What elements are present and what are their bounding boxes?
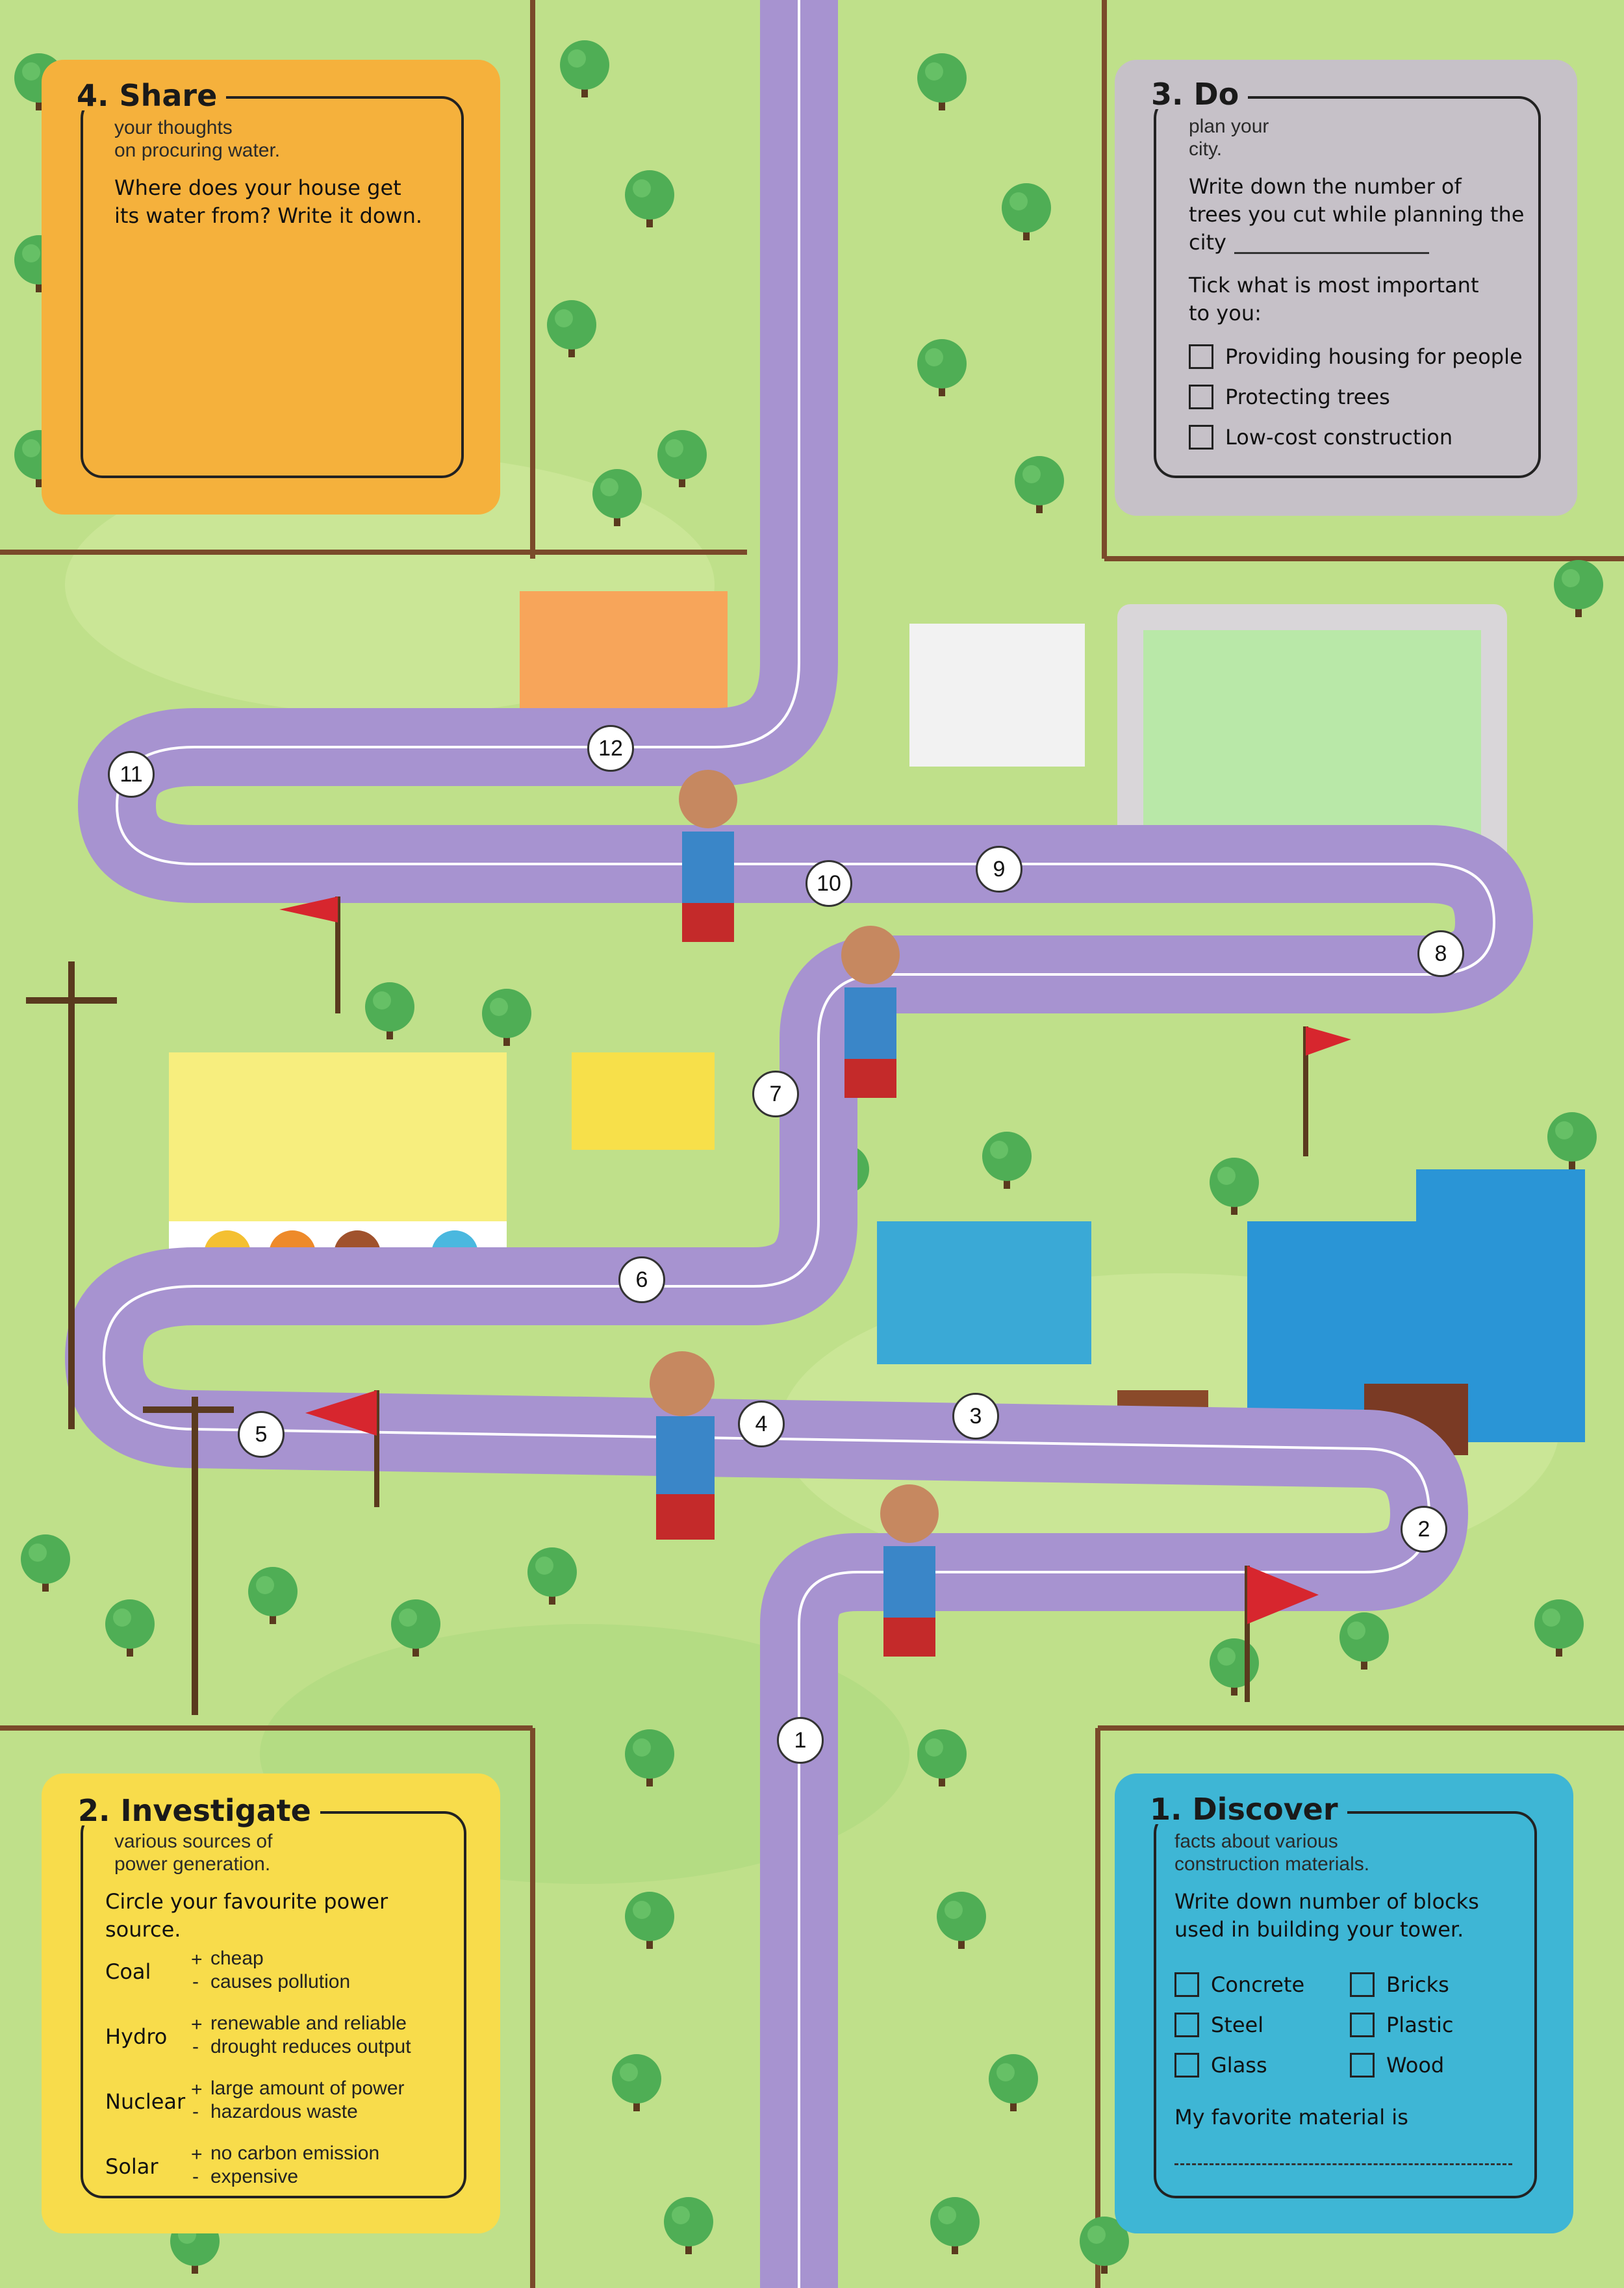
investigate-card-question: Circle your favourite power source. [105,1889,388,1942]
material-wood-label: Wood [1386,2053,1445,2078]
hydro-con: drought reduces output [210,2036,411,2057]
discover-card-title: 1. Discover [1141,1794,1347,1824]
path-node-3[interactable]: 3 [952,1393,999,1440]
share-card-question: Where does your house get its water from… [114,175,423,229]
option-trees-label: Protecting trees [1225,385,1390,409]
investigate-card-subtitle: various sources of power generation. [114,1831,273,1875]
housing-checkbox[interactable] [1189,344,1213,369]
low-cost-checkbox[interactable] [1189,425,1213,450]
do-card-trees-question: Write down the number of trees you cut w… [1189,174,1525,255]
material-plastic[interactable]: Plastic [1350,2013,1454,2037]
share-card: 4. Share your thoughts on procuring wate… [42,60,500,515]
discover-card-question: Write down number of blocks used in buil… [1174,1889,1479,1942]
option-trees[interactable]: Protecting trees [1189,385,1390,409]
do-card-frame [1154,96,1541,478]
option-low-cost[interactable]: Low-cost construction [1189,425,1453,450]
path-node-11[interactable]: 11 [108,751,155,798]
favorite-material-line[interactable] [1174,2163,1512,2165]
path-node-4[interactable]: 4 [738,1401,785,1447]
solar-con: expensive [210,2166,299,2187]
steel-checkbox[interactable] [1174,2013,1199,2037]
trees-count-line[interactable] [1234,252,1429,254]
source-coal[interactable]: Coal [105,1959,151,1984]
glass-checkbox[interactable] [1174,2053,1199,2078]
share-card-title: 4. Share [68,81,227,110]
material-glass-label: Glass [1211,2053,1267,2078]
path-node-8[interactable]: 8 [1417,930,1464,977]
do-card: 3. Do plan your city. Write down the num… [1115,60,1577,516]
source-solar[interactable]: Solar [105,2154,159,2179]
discover-card-subtitle: facts about various construction materia… [1174,1831,1370,1875]
material-steel-label: Steel [1211,2013,1264,2037]
minus-sign: - [192,2166,199,2187]
path-node-5[interactable]: 5 [238,1411,285,1458]
discover-card: 1. Discover facts about various construc… [1115,1773,1573,2233]
building-boards [169,591,1585,1455]
option-low-cost-label: Low-cost construction [1225,425,1453,450]
path-node-10[interactable]: 10 [806,860,852,907]
children-figures [650,770,939,1657]
minus-sign: - [192,1971,199,1992]
hydro-pro: renewable and reliable [210,2013,407,2034]
plus-sign: + [191,1949,203,1970]
share-card-subtitle: your thoughts on procuring water. [114,117,281,161]
material-steel[interactable]: Steel [1174,2013,1263,2037]
investigate-card-title: 2. Investigate [69,1796,320,1825]
source-hydro[interactable]: Hydro [105,2024,168,2049]
nuclear-pro: large amount of power [210,2078,405,2099]
favorite-material-label: My favorite material is [1174,2105,1408,2129]
concrete-checkbox[interactable] [1174,1972,1199,1997]
material-bricks[interactable]: Bricks [1350,1972,1449,1997]
plus-sign: + [191,2144,203,2165]
share-card-frame [81,96,464,478]
path-node-7[interactable]: 7 [752,1071,799,1117]
path-node-9[interactable]: 9 [976,846,1022,893]
plastic-checkbox[interactable] [1350,2013,1375,2037]
coal-con: causes pollution [210,1971,351,1992]
material-wood[interactable]: Wood [1350,2053,1444,2078]
coal-pro: cheap [210,1948,264,1969]
material-concrete-label: Concrete [1211,1972,1305,1997]
do-card-subtitle: plan your city. [1189,116,1269,160]
flags [279,896,1351,1702]
power-pole [26,961,234,1715]
plus-sign: + [191,2079,203,2100]
do-card-tick-question: Tick what is most important to you: [1189,273,1479,326]
path-node-12[interactable]: 12 [587,725,634,772]
bricks-checkbox[interactable] [1350,1972,1375,1997]
path-node-6[interactable]: 6 [618,1256,665,1303]
option-housing[interactable]: Providing housing for people [1189,344,1523,369]
path-node-1[interactable]: 1 [777,1717,824,1764]
plus-sign: + [191,2014,203,2035]
minus-sign: - [192,2101,199,2122]
source-nuclear[interactable]: Nuclear [105,2089,186,2114]
solar-pro: no carbon emission [210,2142,380,2164]
do-card-title: 3. Do [1142,79,1249,109]
material-plastic-label: Plastic [1386,2013,1454,2037]
minus-sign: - [192,2036,199,2057]
material-concrete[interactable]: Concrete [1174,1972,1304,1997]
material-bricks-label: Bricks [1386,1972,1449,1997]
nuclear-con: hazardous waste [210,2101,358,2122]
wood-checkbox[interactable] [1350,2053,1375,2078]
option-housing-label: Providing housing for people [1225,344,1523,369]
path-node-2[interactable]: 2 [1401,1506,1447,1553]
trees-checkbox[interactable] [1189,385,1213,409]
material-glass[interactable]: Glass [1174,2053,1267,2078]
investigate-card: 2. Investigate various sources of power … [42,1773,500,2233]
